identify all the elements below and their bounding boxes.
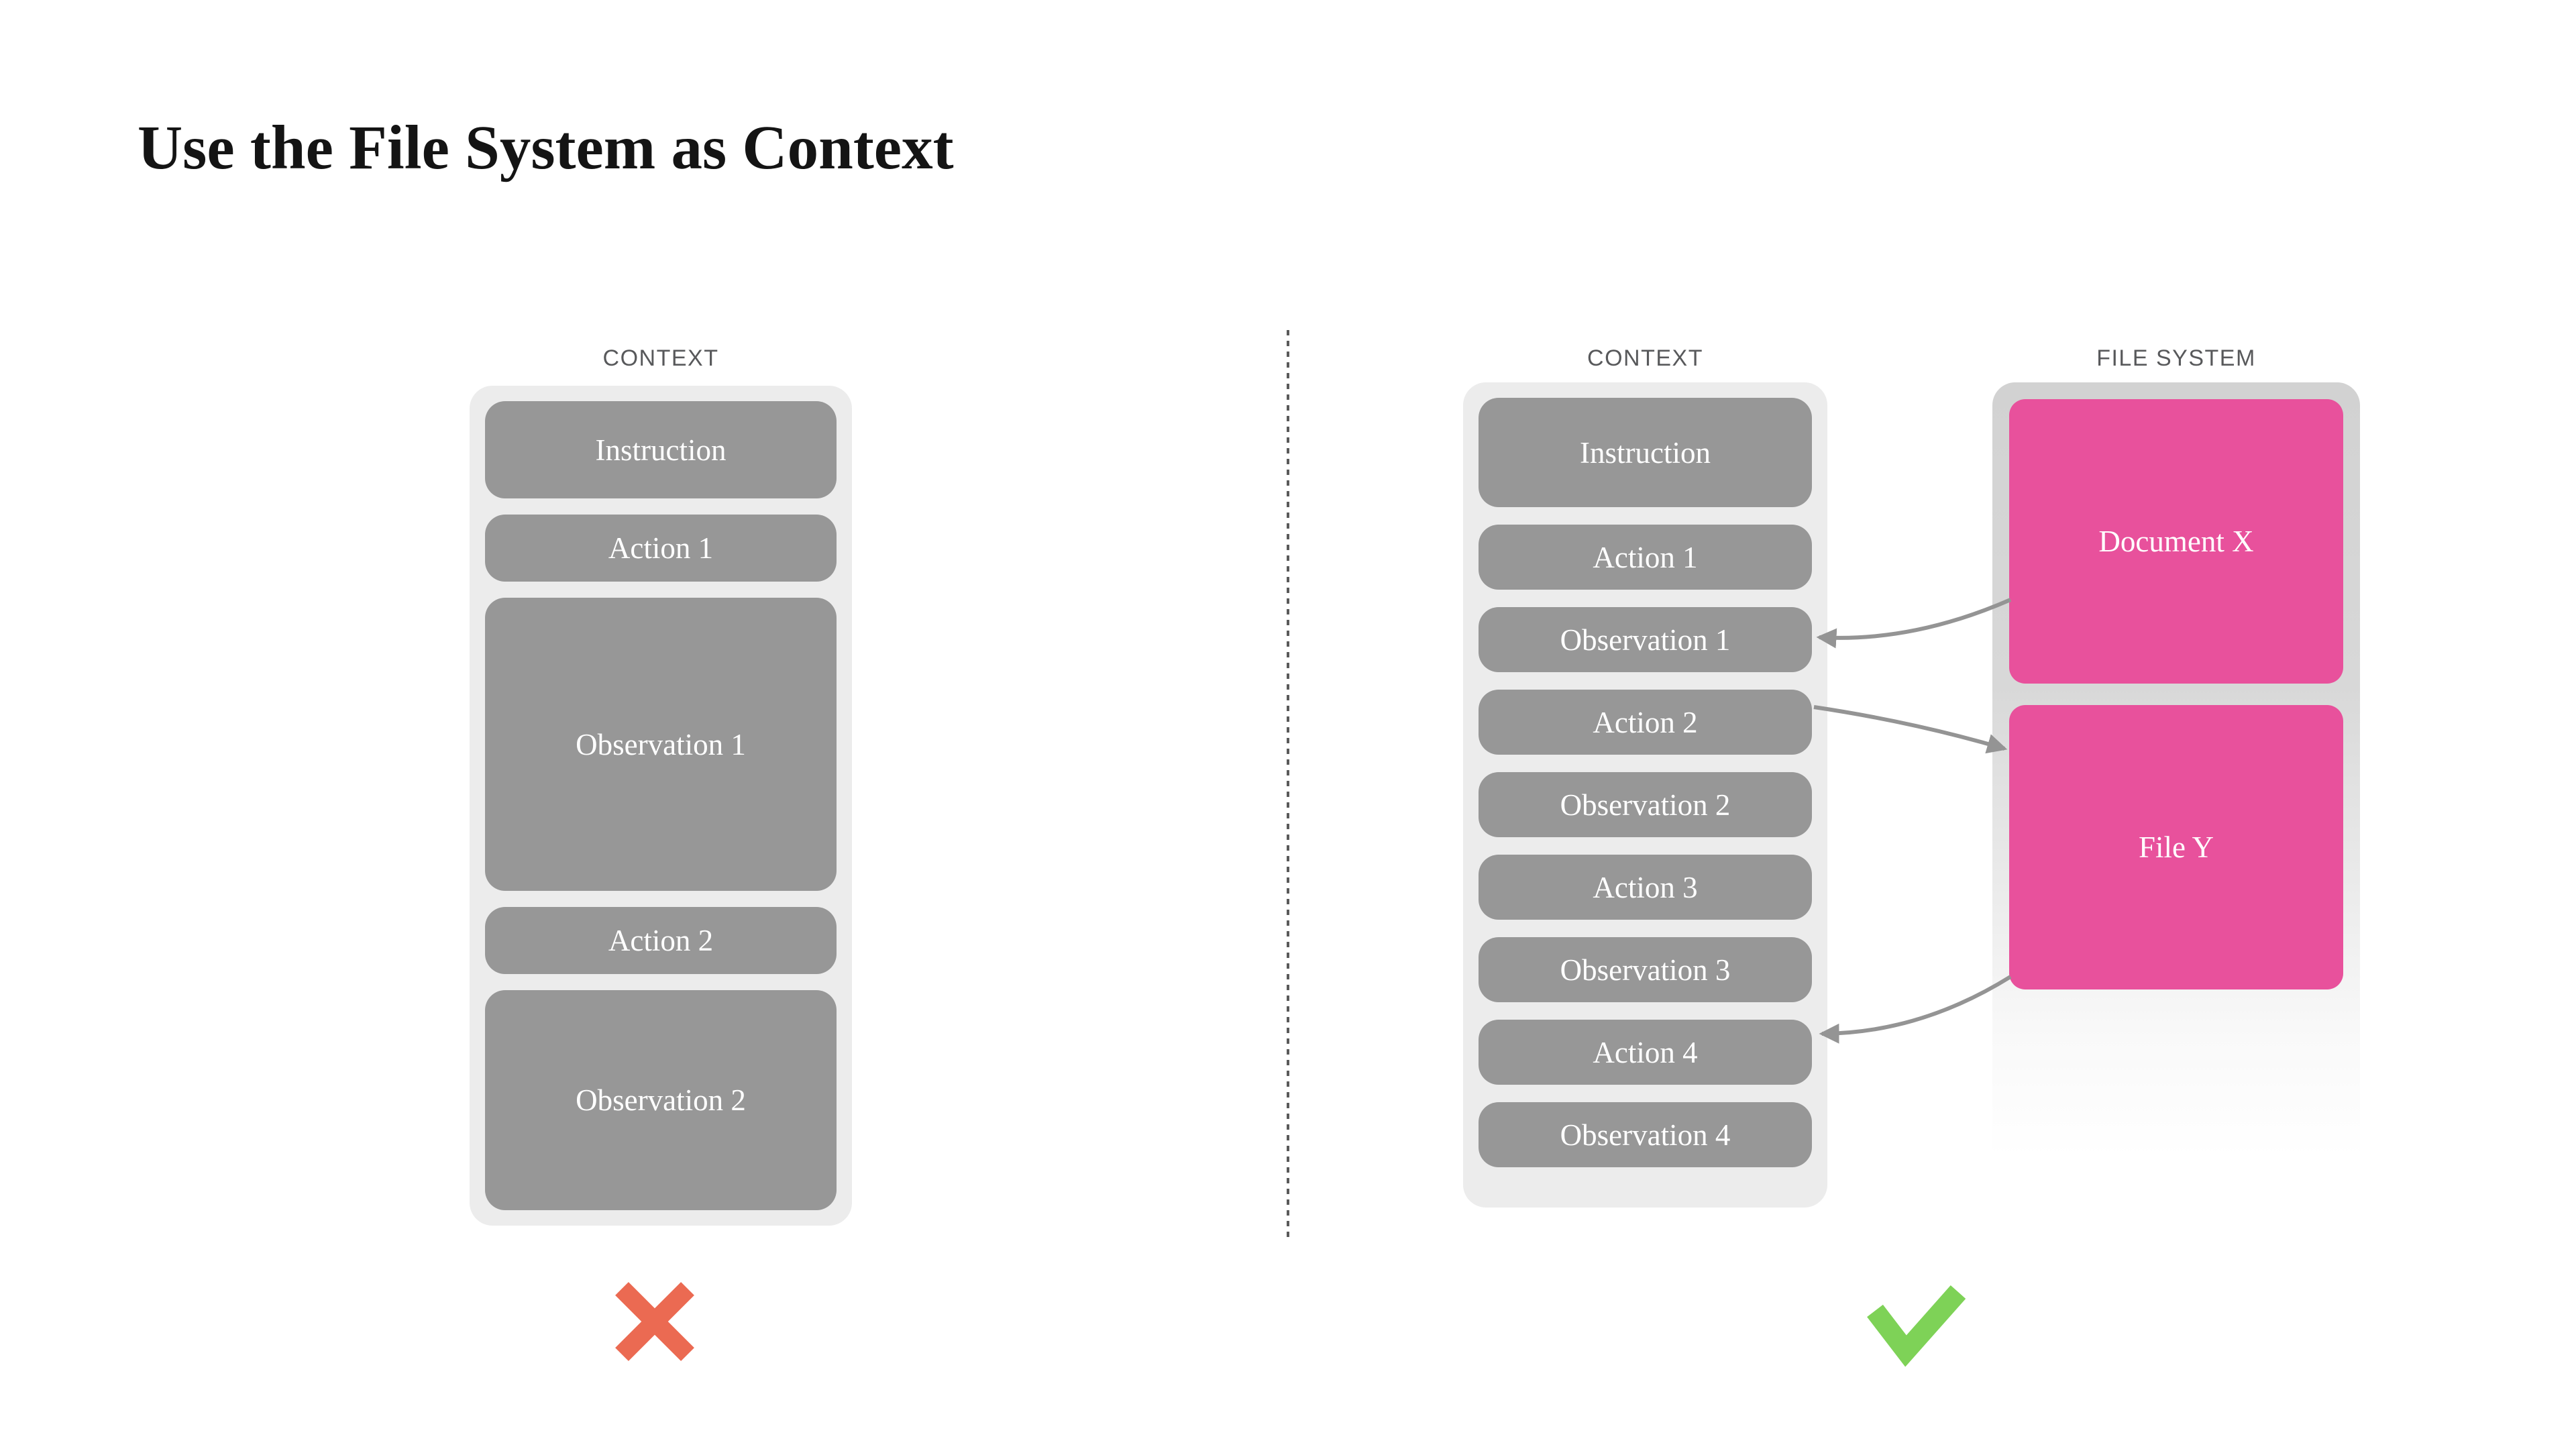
file-box-file-y: File Y <box>2009 705 2343 989</box>
arrow-file-y-to-action-4 <box>1819 975 2012 1044</box>
right-box-action-4: Action 4 <box>1479 1020 1812 1085</box>
left-box-observation-2: Observation 2 <box>485 990 837 1210</box>
left-context-label: CONTEXT <box>602 345 719 371</box>
check-mark <box>1867 1285 1966 1367</box>
file-box-document-x: Document X <box>2009 399 2343 684</box>
left-box-instruction: Instruction <box>485 401 837 498</box>
right-box-action-2: Action 2 <box>1479 690 1812 755</box>
left-box-action-2: Action 2 <box>485 907 837 974</box>
right-box-observation-3: Observation 3 <box>1479 937 1812 1002</box>
right-context-label: CONTEXT <box>1587 345 1703 371</box>
file-system-panel: Document X File Y <box>1992 382 2360 1181</box>
right-context-panel: Instruction Action 1 Observation 1 Actio… <box>1463 382 1827 1208</box>
left-box-observation-1: Observation 1 <box>485 598 837 891</box>
left-context-panel: Instruction Action 1 Observation 1 Actio… <box>470 386 852 1226</box>
divider-dashed-line <box>1287 330 1289 1240</box>
right-box-action-3: Action 3 <box>1479 855 1812 920</box>
right-box-instruction: Instruction <box>1479 398 1812 507</box>
right-box-observation-2: Observation 2 <box>1479 772 1812 837</box>
right-box-action-1: Action 1 <box>1479 525 1812 590</box>
right-box-observation-1: Observation 1 <box>1479 607 1812 672</box>
page-title: Use the File System as Context <box>138 113 954 182</box>
left-box-action-1: Action 1 <box>485 515 837 582</box>
cross-mark <box>615 1282 694 1361</box>
file-system-label: FILE SYSTEM <box>2096 345 2256 371</box>
right-box-observation-4: Observation 4 <box>1479 1102 1812 1167</box>
arrow-action-2-to-file-y <box>1813 705 2008 754</box>
arrow-document-x-to-observation-1 <box>1816 598 2012 649</box>
